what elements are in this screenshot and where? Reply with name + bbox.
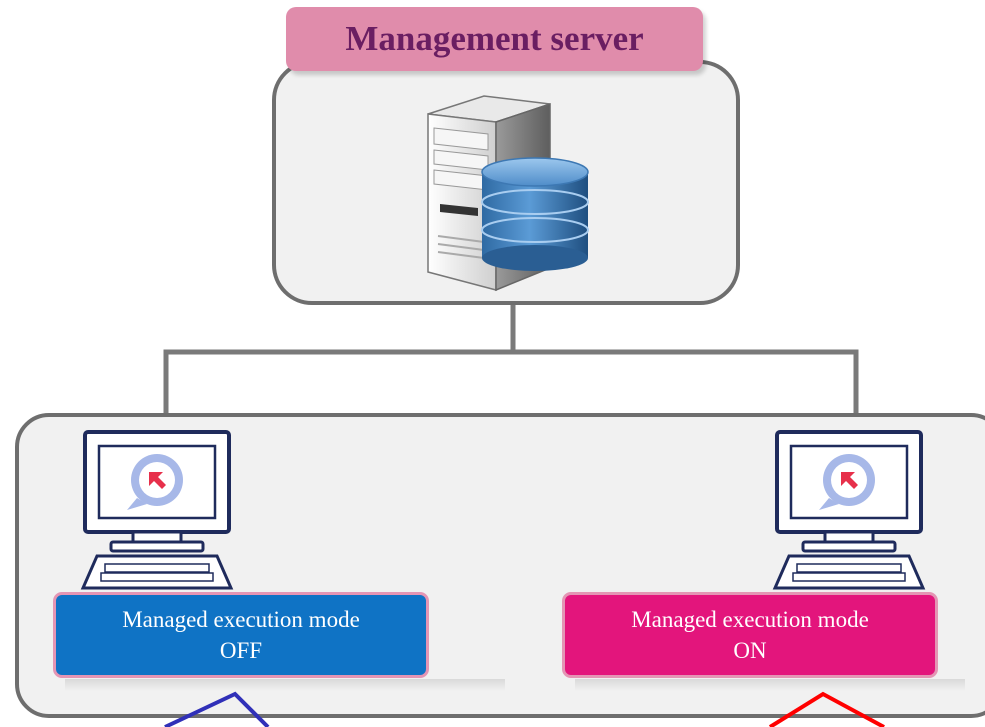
server-title-text: Management server [345,19,644,58]
on-callout-pointer [768,691,885,727]
server-title: Management server [286,7,703,71]
mode-on-label: Managed execution mode ON [562,592,938,678]
mode-off-label: Managed execution mode OFF [53,592,429,678]
mode-off-shadow [65,679,505,691]
arrow-badge-icon [819,454,875,510]
arrow-badge-icon [127,454,183,510]
off-callout-pointer [164,691,270,727]
mode-on-shadow [575,679,965,691]
mode-off-line1: Managed execution mode [122,607,360,632]
mode-on-line2: ON [733,638,767,663]
mode-on-line1: Managed execution mode [631,607,869,632]
mode-off-line2: OFF [219,638,263,663]
